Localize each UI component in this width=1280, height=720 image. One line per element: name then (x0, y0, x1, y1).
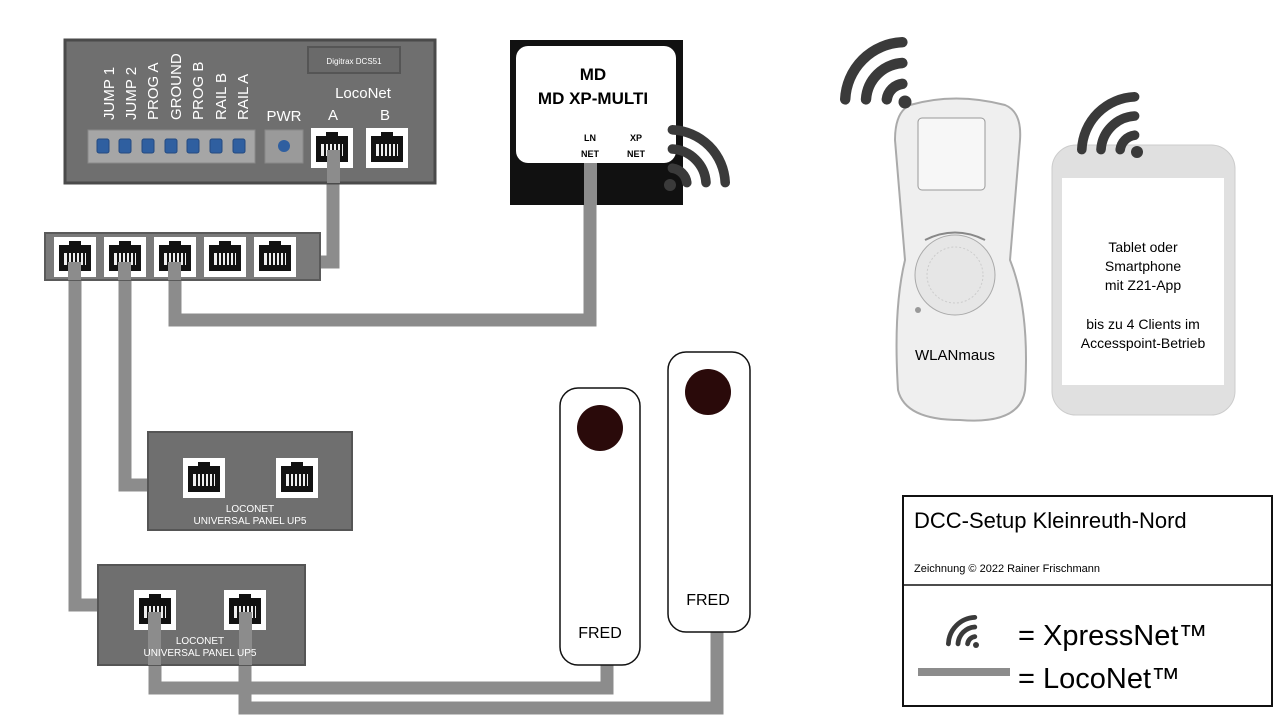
fred-label: FRED (686, 592, 730, 609)
power-led (278, 140, 290, 152)
loconet-hub (44, 232, 321, 281)
terminal-label: RAIL A (235, 74, 252, 120)
port-a-label: A (328, 107, 338, 124)
fred-throttle-1: FRED (559, 387, 641, 666)
md-xp-multi: MD MD XP-MULTI LN NET XP NET (510, 40, 725, 205)
fred-throttle-2: FRED (667, 351, 751, 633)
loconet-port-b (365, 127, 409, 169)
universal-panel-2: LOCONET UNIVERSAL PANEL UP5 (97, 564, 306, 666)
loconet-label: LocoNet (335, 85, 392, 102)
wlanmaus-label: WLANmaus (915, 347, 995, 364)
legend-loconet: = LocoNet™ (1018, 663, 1180, 695)
ln-label: NET (581, 149, 600, 159)
phone-text: Accesspoint-Betrieb (1081, 335, 1206, 351)
phone-text: Smartphone (1105, 258, 1181, 274)
wlanmaus: WLANmaus (845, 42, 1027, 422)
xp-label: XP (630, 133, 642, 143)
terminal-label: JUMP 1 (101, 67, 118, 120)
terminal-label: GROUND (168, 53, 185, 120)
terminal-label: RAIL B (213, 73, 230, 120)
fred-label: FRED (578, 625, 622, 642)
loconet-line-sample (918, 668, 1010, 676)
universal-panel-1: LOCONET UNIVERSAL PANEL UP5 (147, 431, 353, 531)
panel-label: UNIVERSAL PANEL UP5 (143, 648, 256, 659)
terminal-label: JUMP 2 (123, 67, 140, 120)
panel-label: LOCONET (176, 636, 224, 647)
ln-label: LN (584, 133, 596, 143)
panel-label: UNIVERSAL PANEL UP5 (193, 516, 306, 527)
device-title: MD (580, 65, 606, 84)
port-b-label: B (380, 107, 390, 124)
panel-label: LOCONET (226, 504, 274, 515)
xp-label: NET (627, 149, 646, 159)
terminal-leds (96, 138, 246, 154)
phone-text: mit Z21-App (1105, 277, 1181, 293)
legend-title: DCC-Setup Kleinreuth-Nord (914, 508, 1187, 533)
terminal-label: PROG A (145, 62, 162, 120)
smartphone: Tablet oder Smartphone mit Z21-App bis z… (1051, 97, 1236, 416)
legend-credit: Zeichnung © 2022 Rainer Frischmann (914, 563, 1100, 575)
terminal-label: PROG B (190, 62, 207, 120)
phone-text: Tablet oder (1108, 239, 1178, 255)
command-station-dcs51: Digitrax DCS51 JUMP 1 JUMP 2 PROG A GROU… (63, 38, 437, 185)
device-model: MD XP-MULTI (538, 89, 648, 108)
pwr-label: PWR (267, 108, 302, 125)
phone-text: bis zu 4 Clients im (1086, 316, 1200, 332)
legend-box: DCC-Setup Kleinreuth-Nord Zeichnung © 20… (902, 495, 1273, 707)
legend-xpressnet: = XpressNet™ (1018, 620, 1207, 652)
brand-label: Digitrax DCS51 (326, 57, 382, 66)
wifi-icon (845, 42, 911, 108)
